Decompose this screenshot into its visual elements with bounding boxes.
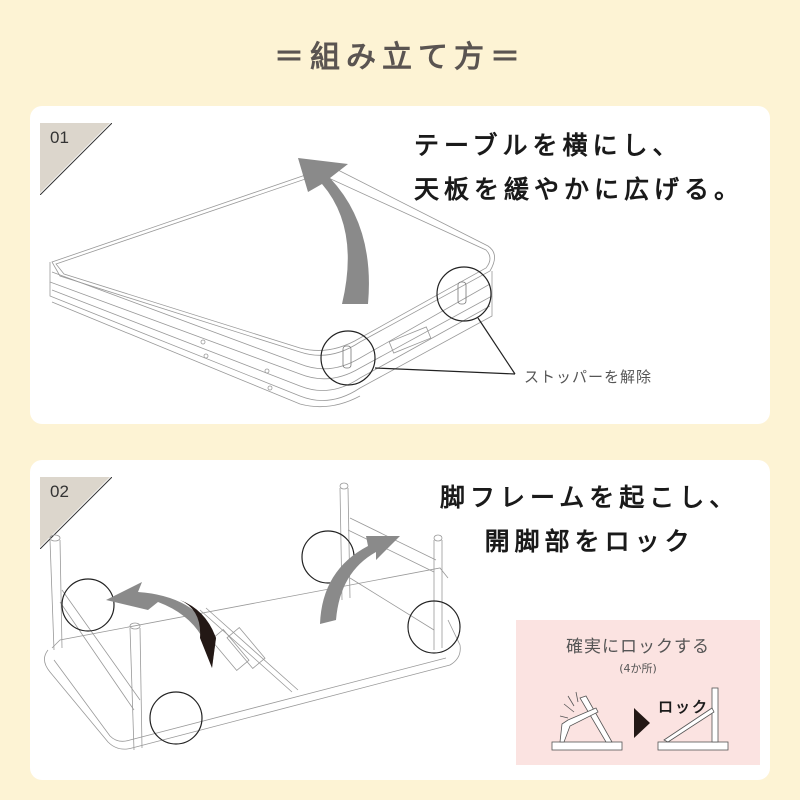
instruction-line-1: テーブルを横にし、 (414, 131, 683, 160)
step-number: 02 (50, 482, 69, 501)
instruction-line-2: 開脚部をロック (484, 527, 695, 556)
page-title: ＝組み立て方＝ (274, 40, 526, 75)
step-badge-triangle-icon (40, 123, 112, 195)
instruction-line-1: 脚フレームを起こし、 (440, 483, 740, 512)
fold-arrow-icon (106, 582, 216, 668)
lock-diagram (551, 687, 729, 751)
step-number: 01 (50, 128, 69, 147)
step-1-panel: 01 テーブルを横にし、 天板を緩やかに広げる。 (30, 106, 770, 424)
step-1-instruction: テーブルを横にし、 天板を緩やかに広げる。 (414, 124, 744, 212)
arrow-right-icon (634, 708, 650, 738)
folded-table-illustration (49, 158, 516, 408)
lock-tip-subtitle: (4か所) (619, 662, 657, 675)
table-underside-illustration (44, 482, 461, 751)
unfold-arrow-icon (320, 536, 400, 624)
stopper-callout: ストッパーを解除 (524, 368, 653, 386)
lock-tip-box: 確実にロックする (4か所) ロック (516, 620, 760, 765)
step-2-panel: 02 脚フレームを起こし、 開脚部をロック (30, 460, 770, 780)
step-badge-triangle-icon (40, 477, 112, 549)
instruction-line-2: 天板を緩やかに広げる。 (414, 175, 745, 204)
step-2-instruction: 脚フレームを起こし、 開脚部をロック (440, 476, 739, 564)
lock-tip-title: 確実にロックする (566, 637, 710, 657)
lock-label: ロック (658, 698, 710, 716)
open-arrow-icon (298, 158, 369, 304)
